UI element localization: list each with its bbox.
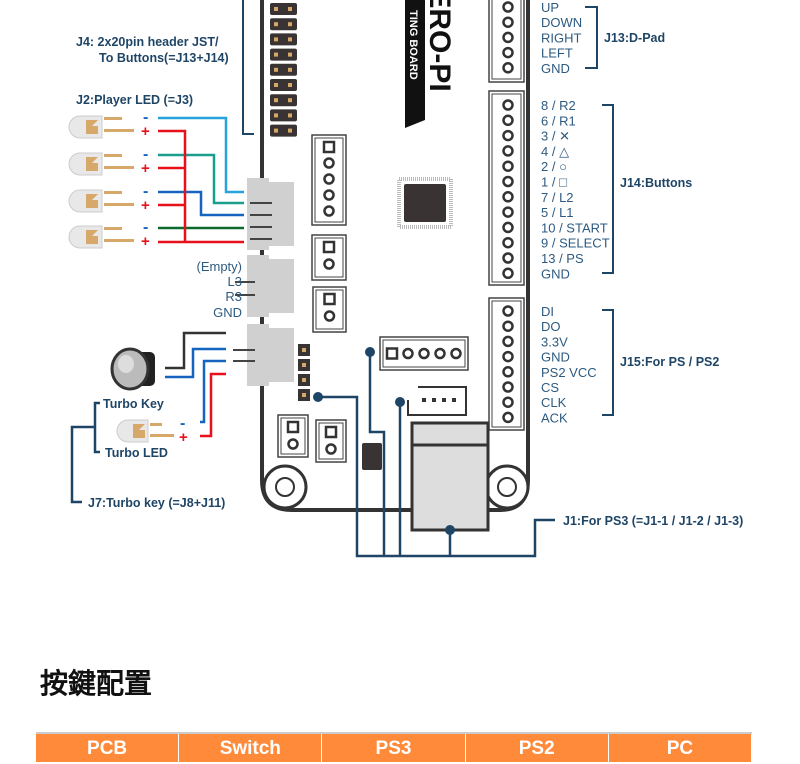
buttons-pin-label: 8 / R2: [541, 98, 576, 113]
j13-bracket: [585, 6, 598, 69]
microcontroller-chip: [397, 177, 453, 229]
mounting-hole: [484, 464, 530, 510]
buttons-pin-label: 6 / R1: [541, 113, 576, 128]
led-plus-label: +: [141, 123, 150, 140]
led-plus-label: +: [141, 160, 150, 177]
turbo-led-minus: -: [180, 415, 185, 432]
column-header-pc: PC: [608, 734, 753, 762]
right-headers: [488, 0, 525, 431]
led-minus-label: -: [143, 146, 148, 163]
ps-pin-label: PS2 VCC: [541, 365, 597, 380]
buttons-pin-label: GND: [541, 266, 570, 281]
j7-label: J7:Turbo key (=J8+J11): [88, 496, 225, 510]
j4-label: J4: 2x20pin header JST/: [76, 35, 219, 49]
buttons-pin-label: 2 / ○: [541, 159, 567, 174]
jst-connector: [247, 178, 294, 386]
buttons-pin-label: 5 / L1: [541, 205, 574, 220]
led-minus-label: -: [143, 183, 148, 200]
buttons-pin-label: 4 / △: [541, 144, 569, 159]
wiring-diagram: J4: 2x20pin header JST/ To Buttons(=J13+…: [68, 0, 743, 558]
ps-pin-label: DO: [541, 319, 561, 334]
j15-label: J15:For PS / PS2: [620, 355, 719, 369]
column-header-ps2: PS2: [465, 734, 609, 762]
buttons-pin-label: 7 / L2: [541, 190, 574, 205]
jst-label-empty: (Empty): [197, 259, 243, 274]
j4-pin-header: [260, 3, 297, 180]
led-wires: [158, 116, 244, 244]
ps-pin-label: CLK: [541, 395, 567, 410]
buttons-pin-label: 1 / □: [541, 175, 567, 190]
svg-text:TING BOARD: TING BOARD: [407, 10, 419, 80]
dpad-pin-label: GND: [541, 61, 570, 76]
turbo-wires: [165, 331, 226, 438]
j4-bracket: [242, 0, 254, 135]
jst-label-gnd: GND: [213, 305, 242, 320]
column-header-switch: Switch: [179, 734, 323, 762]
svg-text:ZERO-PI: ZERO-PI: [423, 0, 456, 92]
j14-bracket: [602, 104, 614, 274]
column-header-ps3: PS3: [322, 734, 466, 762]
buttons-pin-label: 13 / PS: [541, 251, 584, 266]
buttons-pin-label: 3 / ✕: [541, 129, 570, 144]
dpad-pin-label: LEFT: [541, 46, 573, 61]
ps3-usb-port: [410, 421, 490, 532]
buttons-pin-label: 9 / SELECT: [541, 236, 610, 251]
j4-label-2: To Buttons(=J13+J14): [99, 51, 229, 65]
j1-label: J1:For PS3 (=J1-1 / J1-2 / J1-3): [563, 514, 743, 528]
player-led-2: -+: [68, 146, 150, 177]
turbo-key-button-image: [110, 347, 155, 391]
dpad-pin-label: RIGHT: [541, 30, 582, 45]
led-minus-label: -: [143, 109, 148, 126]
ps-pin-label: GND: [541, 350, 570, 365]
player-led-3: -+: [68, 183, 150, 214]
j2-label: J2:Player LED (=J3): [76, 93, 193, 107]
buttons-pin-label: 10 / START: [541, 220, 608, 235]
turbo-led-label: Turbo LED: [105, 446, 168, 460]
column-header-pcb: PCB: [36, 734, 180, 762]
ps-pin-label: 3.3V: [541, 334, 568, 349]
zero-pi-logo: TING BOARD ZERO-PI: [405, 0, 456, 128]
player-led-4: -+: [68, 219, 150, 250]
turbo-key-label: Turbo Key: [103, 397, 164, 411]
turbo-pads: [298, 344, 310, 401]
j13-label: J13:D-Pad: [604, 31, 665, 45]
ps-pin-label: ACK: [541, 410, 568, 425]
jst-label-r3: R3: [225, 289, 242, 304]
dpad-pin-label: DOWN: [541, 15, 582, 30]
led-minus-label: -: [143, 219, 148, 236]
turbo-led-image: [116, 419, 174, 443]
j1-wires: [318, 352, 555, 558]
led-plus-label: +: [141, 197, 150, 214]
board-connectors: [277, 134, 469, 463]
led-plus-label: +: [141, 233, 150, 250]
ps-pin-label: DI: [541, 304, 554, 319]
j15-bracket: [602, 309, 614, 416]
small-ic: [362, 443, 382, 470]
button-mapping-table-header: PCB Switch PS3 PS2 PC: [36, 732, 753, 762]
j14-label: J14:Buttons: [620, 176, 692, 190]
mounting-hole: [262, 464, 308, 510]
ps-pin-label: CS: [541, 380, 559, 395]
turbo-led-plus: +: [179, 429, 188, 446]
dpad-pin-label: UP: [541, 0, 559, 15]
player-led-1: -+: [68, 109, 150, 140]
turbo-bracket: [70, 401, 100, 504]
section-title: 按鍵配置: [40, 667, 153, 700]
jst-label-l3: L3: [228, 274, 242, 289]
